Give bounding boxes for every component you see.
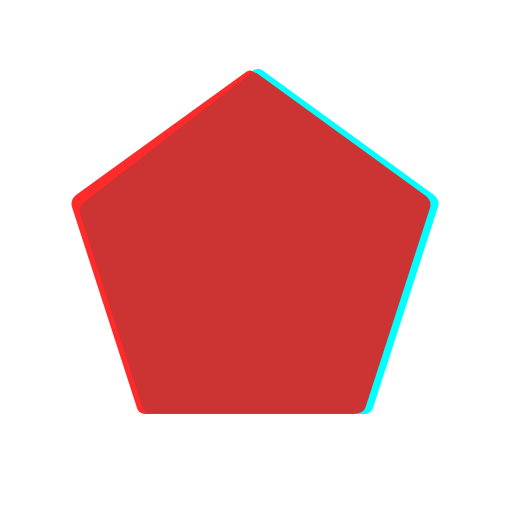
pentagon-main: [79, 72, 431, 413]
